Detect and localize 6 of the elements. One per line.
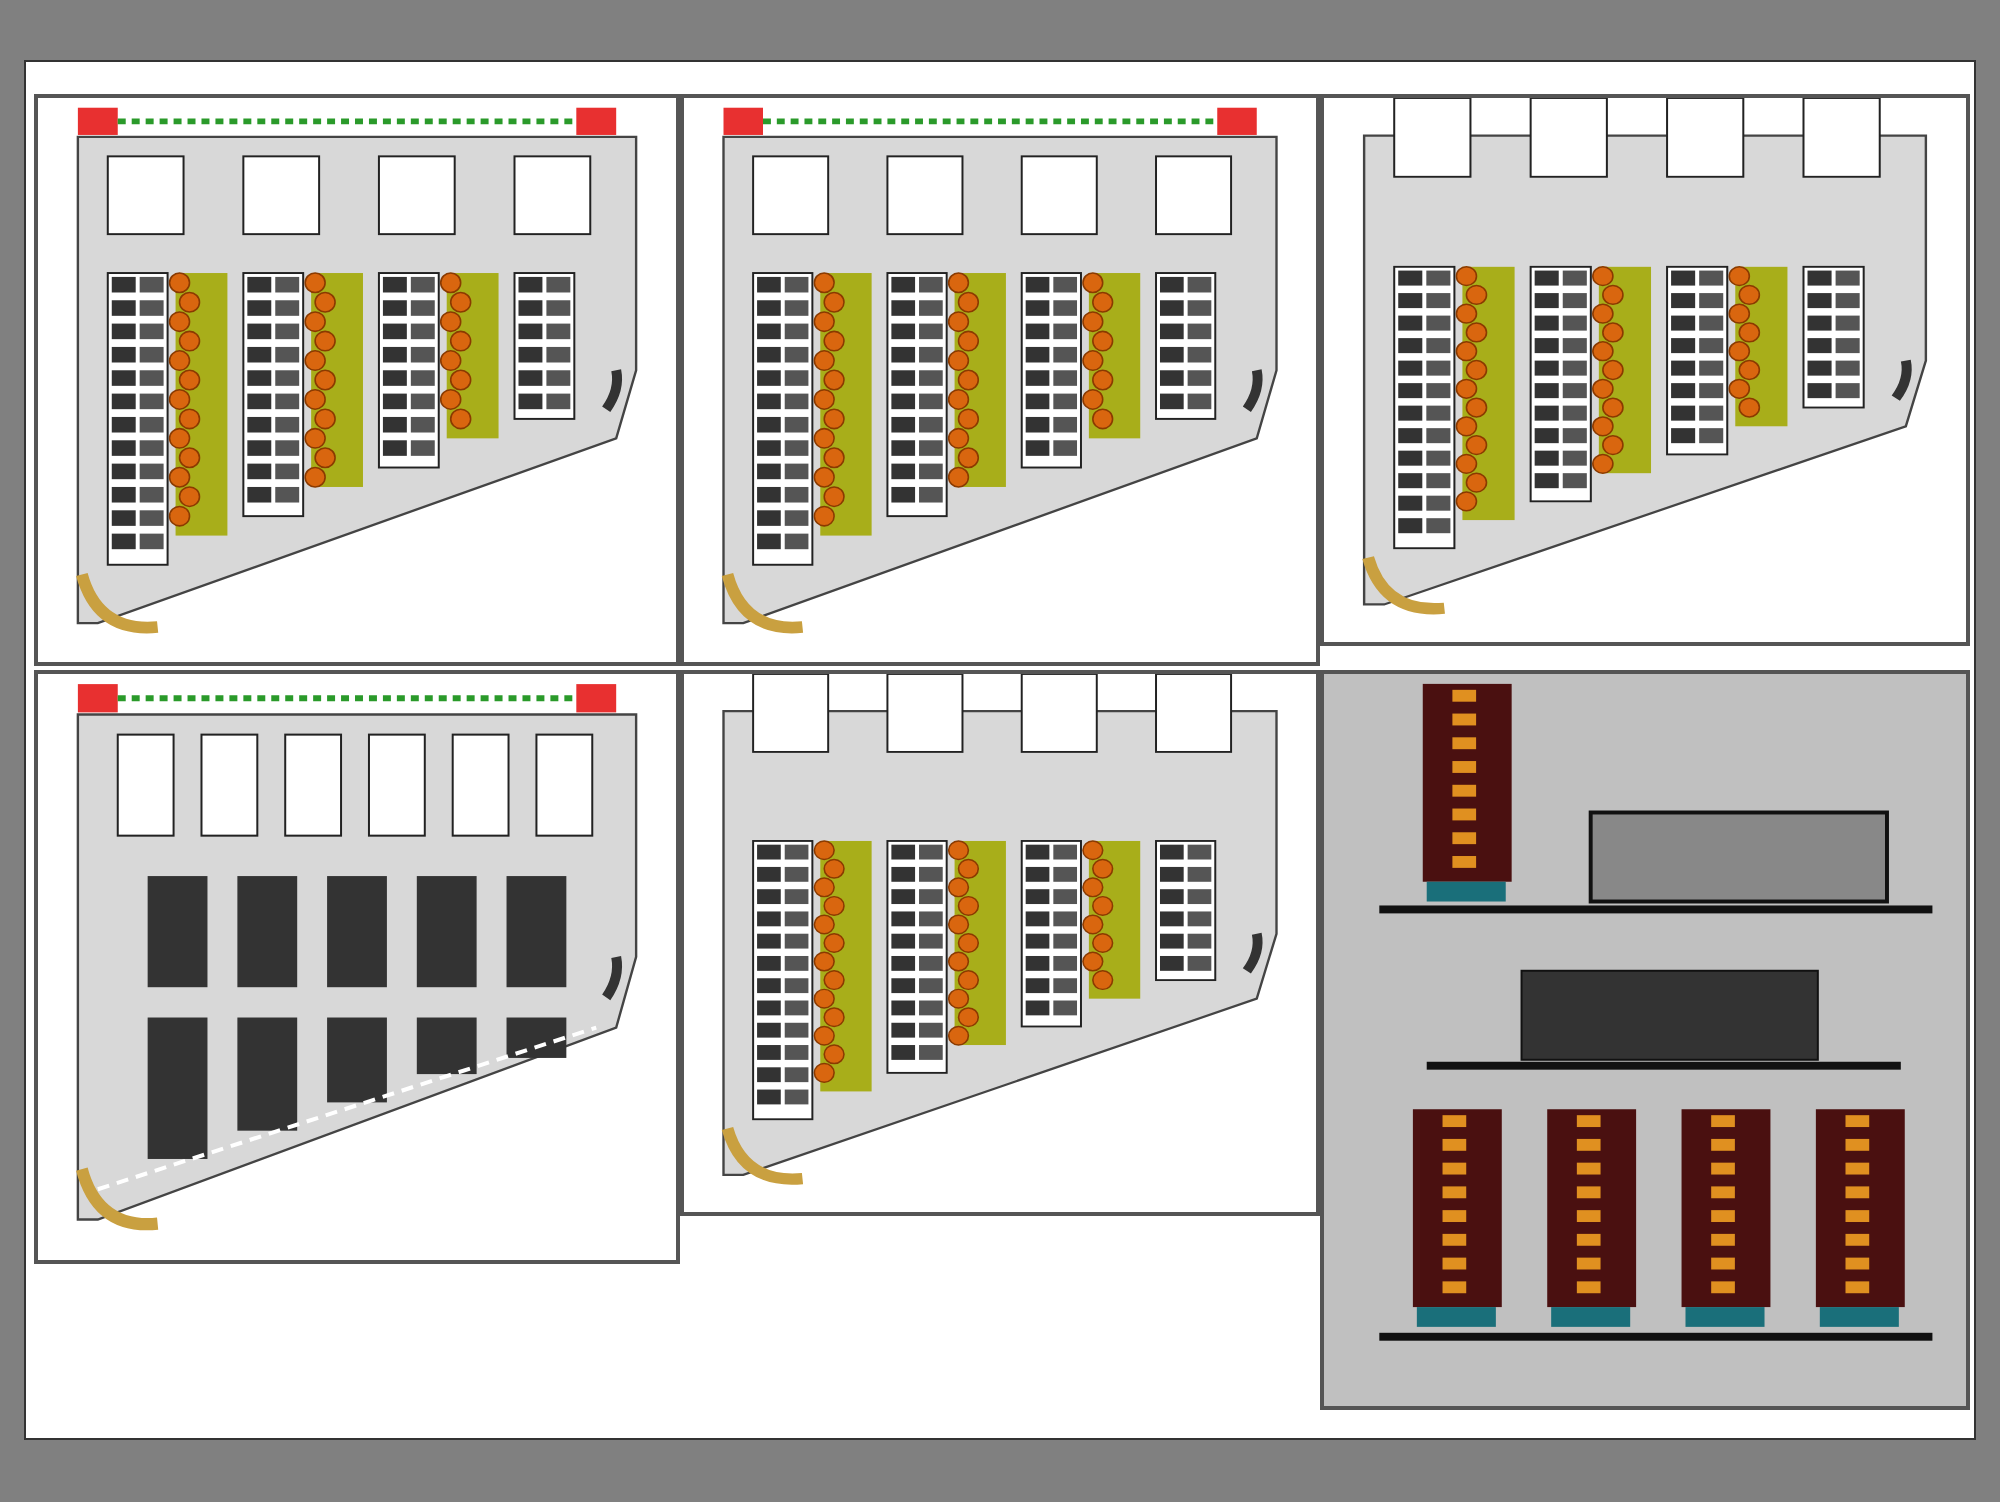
building-elevations-drawing [1320, 670, 1970, 1410]
site-plan-drawing [680, 94, 1320, 666]
site-plan-drawing [34, 670, 680, 1264]
site-plan-drawing [34, 94, 680, 666]
site-plan-drawing [1320, 94, 1970, 646]
site-plan-drawing [680, 670, 1320, 1216]
